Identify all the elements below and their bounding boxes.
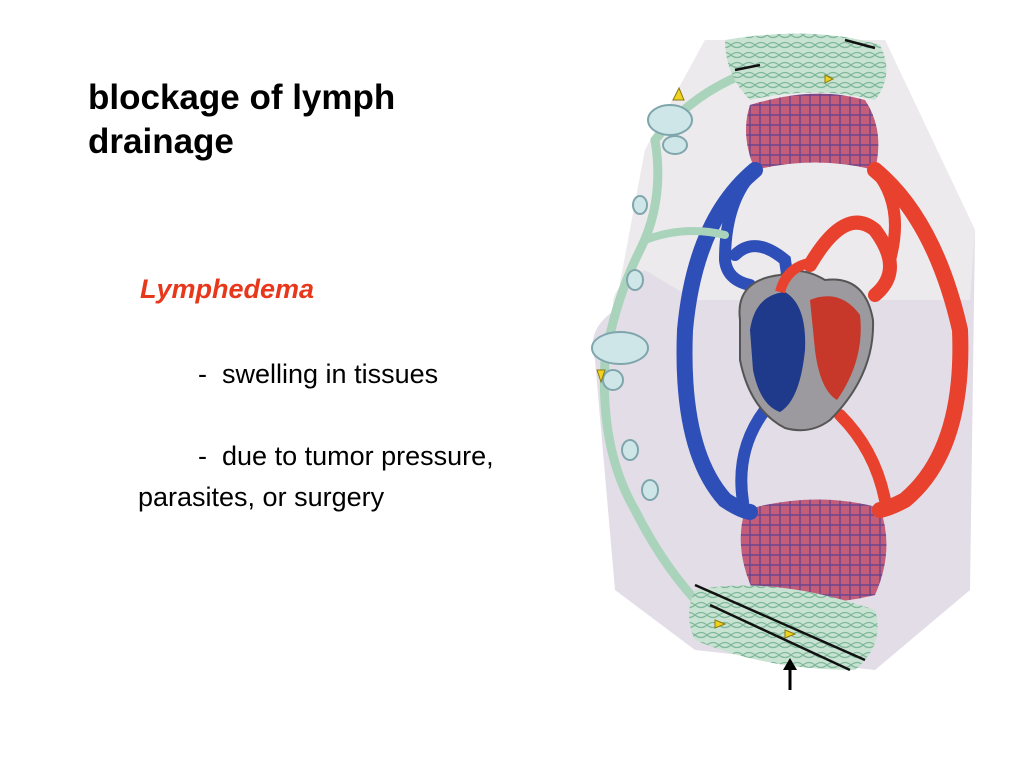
up-arrow-icon [783, 658, 797, 690]
heart [738, 257, 875, 432]
circulatory-lymphatic-diagram [575, 30, 985, 700]
vein-network [676, 162, 796, 520]
blockage-lines [694, 38, 876, 672]
bullet-marker: - [198, 359, 207, 389]
bullet-item: - due to tumor pressure, [138, 436, 598, 477]
lymph-nodes [591, 104, 693, 501]
bullet-item: - swelling in tissues [138, 354, 598, 395]
slide-title: blockage of lymph drainage [88, 78, 396, 161]
bullet-list: - swelling in tissues - due to tumor pre… [138, 354, 598, 518]
slide-subtitle: Lymphedema [140, 274, 315, 304]
bullet-marker: - [198, 441, 207, 471]
bullet-text: due to tumor pressure, [222, 441, 494, 471]
bullet-continuation: parasites, or surgery [138, 482, 385, 512]
flow-arrows [596, 74, 835, 639]
circulatory-lymphatic-diagram-icon [591, 33, 975, 690]
bullet-text: swelling in tissues [222, 359, 439, 389]
artery-network [803, 162, 969, 518]
